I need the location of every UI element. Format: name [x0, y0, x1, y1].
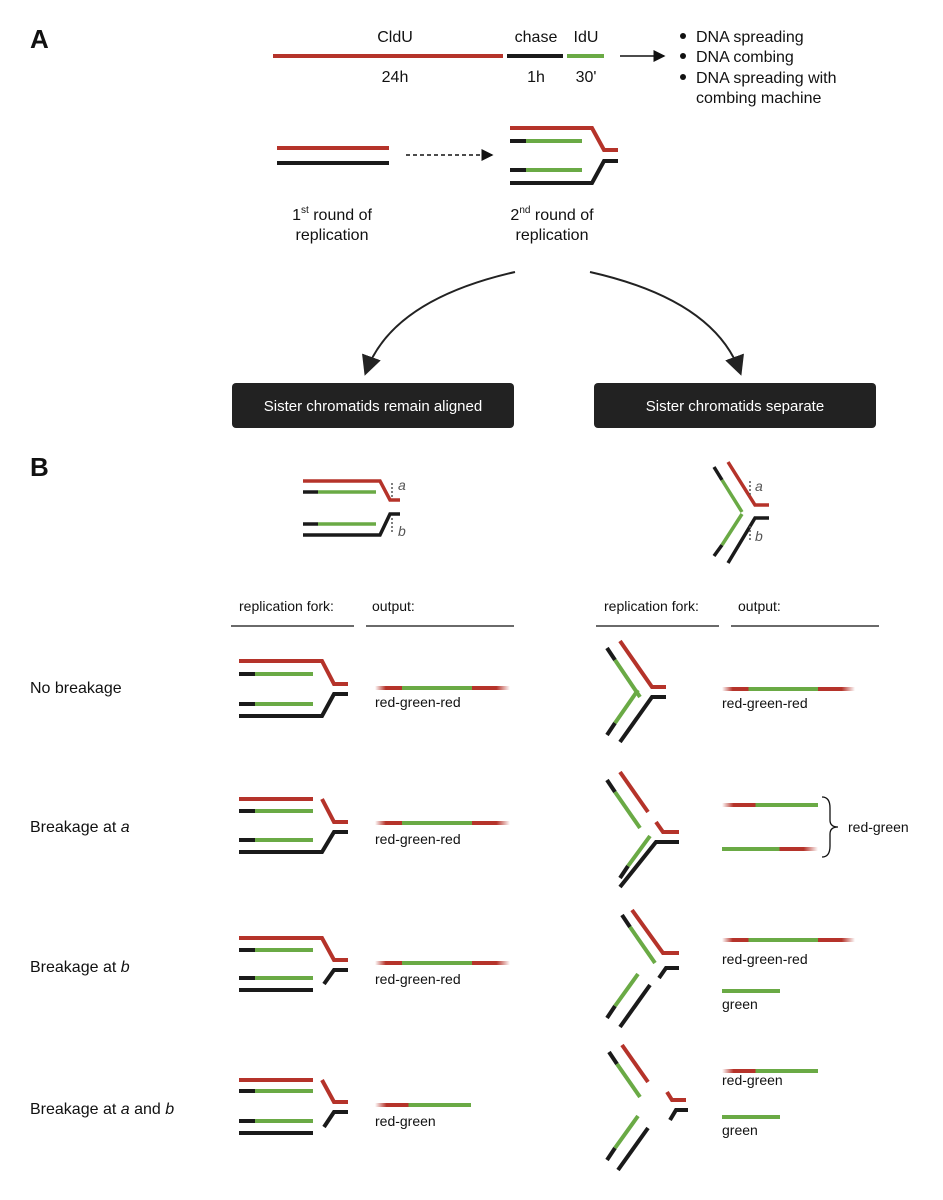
separate-box [594, 383, 876, 428]
separate-output-row4-1: red-green [722, 1072, 783, 1088]
separate-output-row4-2: green [722, 1122, 758, 1138]
aligned-fork-row1 [239, 659, 348, 718]
header-output-left: output: [372, 598, 415, 614]
separate-box-label: Sister chromatids separate [646, 398, 824, 415]
row-label-no-breakage: No breakage [30, 680, 122, 697]
row-label-break-a: Breakage at a [30, 819, 130, 836]
round2-fork [510, 126, 618, 185]
round2-label: 2nd round of [510, 205, 594, 224]
separate-output-row2-strand1 [722, 803, 818, 807]
aligned-output-row4: red-green [375, 1113, 436, 1129]
header-fork-left: replication fork: [239, 598, 334, 614]
method-3: DNA spreading with [696, 70, 837, 87]
method-2: DNA combing [696, 49, 794, 66]
panel-b-label: B [30, 452, 49, 482]
idu-time: 30' [576, 69, 597, 86]
separate-overview-fork [712, 461, 769, 564]
aligned-output-row3-strand [375, 961, 510, 965]
methods-list: DNA spreading DNA combing DNA spreading … [680, 29, 837, 107]
aligned-output-row2: red-green-red [375, 831, 461, 847]
cldu-time: 24h [382, 69, 409, 86]
round1-label: 1st round of [292, 205, 372, 224]
aligned-box-label: Sister chromatids remain aligned [264, 398, 482, 415]
separate-output-row1: red-green-red [722, 695, 808, 711]
site-a-aligned: a [398, 477, 406, 493]
aligned-fork-row4 [239, 1078, 348, 1135]
header-output-right: output: [738, 598, 781, 614]
cldu-label: CldU [377, 29, 413, 46]
site-b-aligned: b [398, 523, 406, 539]
site-b-separate: b [755, 528, 763, 544]
separate-fork-row2 [605, 770, 679, 889]
round1-label-2: replication [296, 227, 369, 244]
separate-fork-row1 [605, 639, 666, 744]
row-label-break-ab: Breakage at a and b [30, 1101, 174, 1118]
header-fork-right: replication fork: [604, 598, 699, 614]
round2-label-2: replication [516, 227, 589, 244]
separate-output-row2: red-green [848, 819, 909, 835]
chase-label: chase [515, 29, 558, 46]
separate-output-row3-strand1 [722, 938, 855, 942]
labeling-timeline: CldU 24h chase 1h IdU 30' [273, 29, 666, 86]
brace [821, 796, 839, 858]
arrow-to-separate [589, 271, 744, 376]
method-3-cont: combing machine [696, 90, 822, 107]
aligned-fork-row2 [239, 797, 348, 854]
panel-a-label: A [30, 24, 49, 54]
separate-output-row2-strand2 [722, 847, 818, 851]
aligned-overview-fork [303, 479, 400, 537]
separate-output-row3-2: green [722, 996, 758, 1012]
chase-time: 1h [527, 69, 545, 86]
separate-output-row4-strand1 [722, 1069, 818, 1073]
aligned-box [232, 383, 514, 428]
separate-output-row1-strand [722, 687, 855, 691]
separate-fork-row4 [605, 1043, 688, 1172]
aligned-output-row3: red-green-red [375, 971, 461, 987]
separate-output-row3-1: red-green-red [722, 951, 808, 967]
aligned-output-row1: red-green-red [375, 694, 461, 710]
round1-dna [277, 146, 389, 165]
separate-fork-row3 [605, 908, 679, 1029]
arrow-to-aligned [362, 271, 516, 376]
idu-label: IdU [574, 29, 599, 46]
site-a-separate: a [755, 478, 763, 494]
aligned-fork-row3 [239, 936, 348, 992]
aligned-output-row2-strand [375, 821, 510, 825]
aligned-output-row1-strand [375, 686, 510, 690]
aligned-output-row4-strand [375, 1103, 471, 1107]
row-label-break-b: Breakage at b [30, 959, 130, 976]
method-1: DNA spreading [696, 29, 804, 46]
